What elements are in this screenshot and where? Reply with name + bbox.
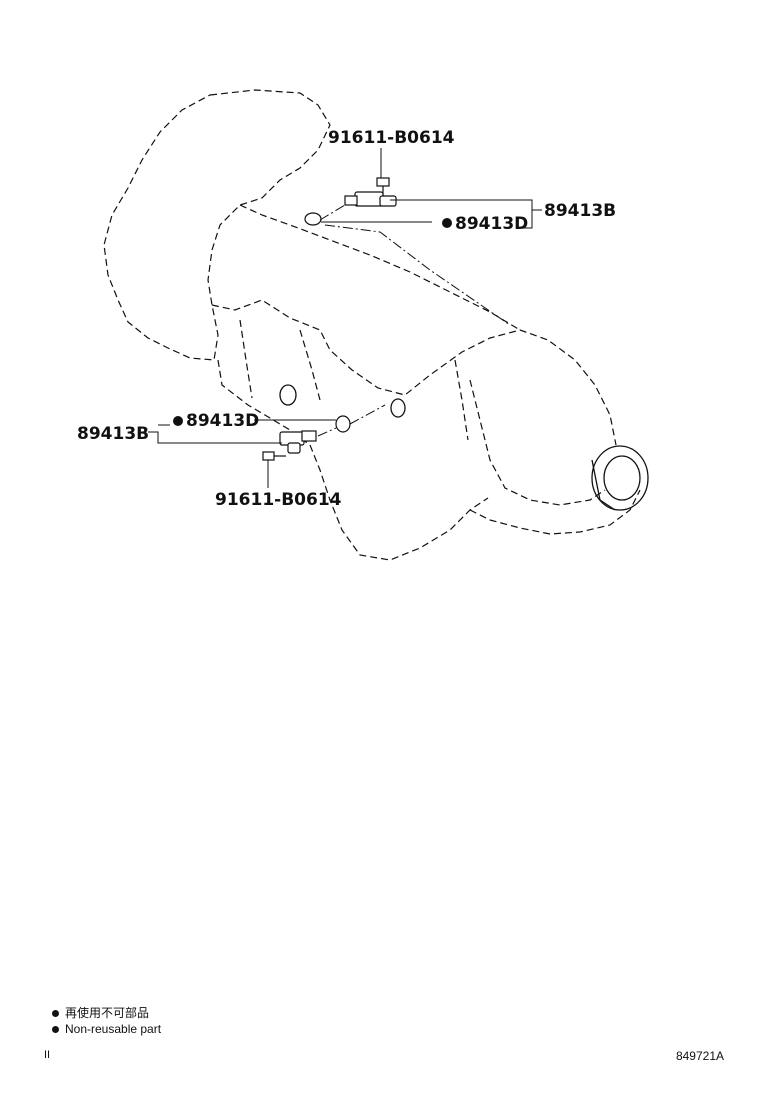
case-rib-3 xyxy=(454,359,469,441)
output-shaft-end xyxy=(591,445,649,511)
lower-case-body xyxy=(217,359,489,561)
main-case-body xyxy=(211,299,617,446)
label-sensor-upper: 89413B xyxy=(544,201,616,221)
oil-pan xyxy=(469,489,641,535)
lower-oring xyxy=(335,415,351,433)
bell-housing-flange xyxy=(103,89,331,361)
upper-sensor-tip xyxy=(344,195,358,206)
bullet-icon xyxy=(52,1025,59,1033)
legend: 再使用不可部品 Non-reusable part xyxy=(52,1005,161,1037)
lower-sensor-tip xyxy=(301,430,317,442)
nonreusable-marker-upper xyxy=(442,218,452,228)
legend-en-text: Non-reusable part xyxy=(65,1022,162,1036)
footer-section-mark: II xyxy=(44,1049,51,1061)
case-boss-1 xyxy=(279,384,297,406)
extension-housing xyxy=(469,379,606,506)
transmission-parts-diagram: 91611-B0614 89413B 89413D 89413D 89413B … xyxy=(77,89,649,561)
bullet-icon xyxy=(52,1009,59,1017)
legend-jp-text: 再使用不可部品 xyxy=(65,1006,150,1020)
label-sensor-lower: 89413B xyxy=(77,424,149,444)
upper-sensor-connector xyxy=(379,195,397,207)
lower-install-line xyxy=(349,404,386,425)
output-shaft-body xyxy=(591,459,616,511)
case-rib-1 xyxy=(239,319,253,399)
upper-oring-line xyxy=(319,204,346,221)
lower-sensor-connector xyxy=(287,442,301,454)
leader-sensor-lower xyxy=(148,431,282,444)
upper-sensor-body xyxy=(354,191,384,207)
label-bolt-lower: 91611-B0614 xyxy=(215,490,342,510)
leader-sensor-upper xyxy=(390,199,533,229)
upper-oring xyxy=(304,212,322,226)
footer-illustration-number: 849721A xyxy=(675,1049,724,1063)
label-oring-upper: 89413D xyxy=(455,214,528,234)
lower-bolt-head xyxy=(262,451,275,461)
case-rib-2 xyxy=(299,329,321,401)
output-shaft-inner xyxy=(603,455,641,501)
nonreusable-marker-lower xyxy=(173,416,183,426)
upper-install-line xyxy=(324,224,511,326)
legend-row-en: Non-reusable part xyxy=(52,1021,161,1037)
upper-bolt-head xyxy=(376,177,390,187)
case-boss-2 xyxy=(390,398,406,418)
transmission-housing xyxy=(103,89,641,561)
main-case-upper xyxy=(239,204,521,331)
upper-sensor-assembly xyxy=(304,177,397,226)
lower-oring-line xyxy=(317,427,337,437)
legend-row-jp: 再使用不可部品 xyxy=(52,1005,161,1021)
label-oring-lower: 89413D xyxy=(186,411,259,431)
lower-sensor-assembly xyxy=(262,415,351,461)
label-bolt-upper: 91611-B0614 xyxy=(328,128,455,148)
